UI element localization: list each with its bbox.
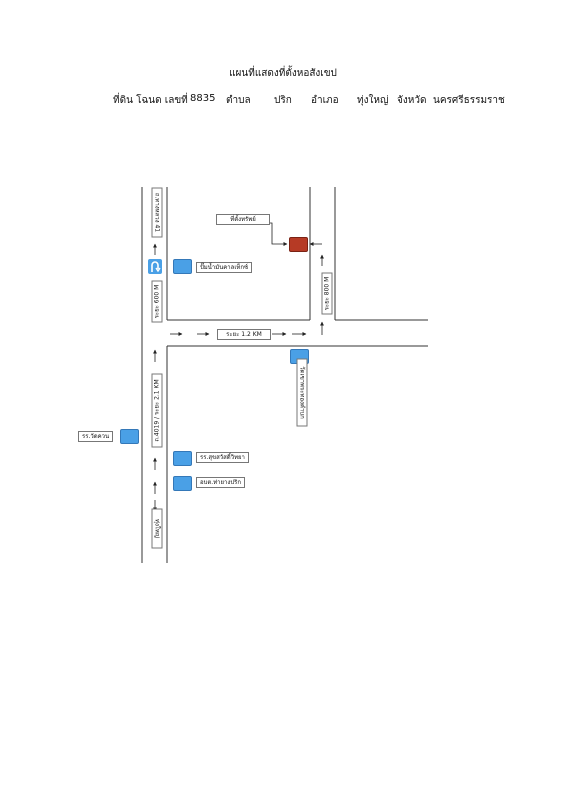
school-right-label: รร.สุขสวัสดิ์วิทยา xyxy=(196,452,249,463)
main-road-label: ถ.4019 / ระยะ 2.1 KM xyxy=(151,373,163,448)
deed-number: 8835 xyxy=(190,93,216,104)
province-label: จังหวัด xyxy=(397,95,427,106)
site-marker xyxy=(289,237,308,252)
district-label: อำเภอ xyxy=(311,95,339,106)
deed-label: ที่ดิน โฉนด เลขที่ xyxy=(113,95,188,106)
to-town-label: ทุ่งใหญ่ xyxy=(151,508,163,549)
u-turn-icon xyxy=(148,259,162,274)
sao-label: อบต.ท่ายางปริก xyxy=(196,477,246,488)
distance-600m-label: ระยะ 600 M xyxy=(151,280,163,323)
province-value: นครศรีธรรมราช xyxy=(433,95,505,106)
gas-station-marker xyxy=(173,259,192,274)
map-title: แผนที่แสดงที่ตั้งหอสังเขป xyxy=(229,68,337,79)
school-left-label: รร.วัดควน xyxy=(78,431,114,442)
site-label: ที่ตั้งทรัพย์ xyxy=(216,214,270,225)
distance-1-2km-label: ระยะ 1.2 KM xyxy=(217,329,271,340)
subdistrict-label: ตำบล xyxy=(226,95,251,106)
school-right-marker xyxy=(173,451,192,466)
school-left-marker xyxy=(120,429,139,444)
sao-marker xyxy=(173,476,192,491)
subdistrict-value: ปริก xyxy=(274,95,292,106)
gas-station-label: ปั๊มน้ำมันคาลเท็กซ์ xyxy=(196,262,253,273)
temple-label: วัดเขาพระทองคำบก xyxy=(296,358,308,427)
district-value: ทุ่งใหญ่ xyxy=(357,95,389,106)
distance-800m-label: ระยะ 800 M xyxy=(321,272,333,315)
road-top-label: ถ.ทางหลวง 41 xyxy=(151,187,163,238)
site-label-pointer xyxy=(269,222,288,246)
